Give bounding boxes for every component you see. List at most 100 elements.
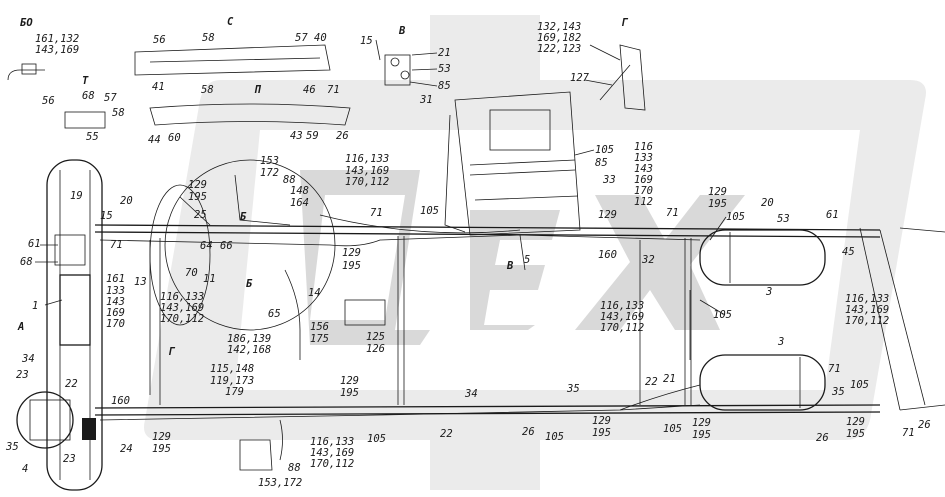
label-195b: 195 — [342, 260, 361, 272]
label-34a: 34 — [21, 353, 35, 365]
air-lines — [99, 234, 701, 461]
label-t-55: 55 — [86, 131, 99, 143]
label-p-43: 43 — [290, 130, 303, 142]
label-71a: 71 — [110, 239, 123, 251]
label-115-1: 119,173 — [210, 375, 254, 387]
label-153-172-bot: 153,172 — [258, 477, 302, 489]
label-26b: 26 — [816, 432, 829, 444]
lower-chamber — [239, 439, 273, 471]
label-g-view-2: Г — [168, 346, 176, 358]
label-148: 148 — [290, 185, 309, 197]
label-c-41: 41 — [152, 81, 165, 93]
label-g-nums-1: 132,143 — [537, 21, 581, 33]
label-116-mid-a-0: 116,133 — [160, 291, 204, 303]
label-rt-1: 133 — [634, 152, 653, 164]
label-35a: 35 — [5, 441, 19, 453]
label-195g: 195 — [692, 429, 711, 441]
front-wheel — [16, 159, 103, 491]
label-rt-3: 169 — [634, 174, 653, 186]
label-33: 33 — [602, 174, 616, 186]
label-v-31: 31 — [419, 94, 433, 106]
label-24: 24 — [120, 443, 133, 455]
label-115-0: 115,148 — [210, 363, 254, 375]
label-b-view: Б — [240, 211, 247, 223]
label-129f: 129 — [592, 415, 611, 427]
label-22c: 22 — [440, 428, 453, 440]
label-66: 66 — [220, 240, 233, 252]
label-116-mid-b-1: 143,169 — [600, 311, 644, 323]
label-125: 125 — [366, 331, 385, 343]
label-116-top-0: 116,133 — [345, 153, 389, 165]
label-21: 21 — [663, 373, 676, 385]
label-3b: 3 — [777, 336, 784, 348]
label-t-57: 57 — [104, 92, 117, 104]
label-129b: 129 — [342, 247, 361, 259]
label-195h: 195 — [846, 428, 865, 440]
label-129e: 129 — [708, 186, 727, 198]
label-153-top: 153 — [260, 155, 279, 167]
label-bo-view: БО — [20, 17, 33, 29]
label-160a: 160 — [111, 395, 130, 407]
label-156: 156 — [310, 321, 329, 333]
label-126: 126 — [366, 343, 385, 355]
label-g-127: 127 — [570, 72, 590, 84]
label-23b: 23 — [63, 453, 76, 465]
label-195f: 195 — [592, 427, 611, 439]
label-bo-nums-1: 161,132 — [35, 33, 79, 45]
label-p-71: 71 — [327, 84, 340, 96]
label-v-15: 15 — [360, 35, 373, 47]
label-116-mid-b-0: 116,133 — [600, 300, 644, 312]
label-19: 19 — [70, 190, 83, 202]
label-195c: 195 — [152, 443, 171, 455]
label-195a: 195 — [188, 191, 207, 203]
label-88b: 88 — [288, 462, 301, 474]
label-c-57: 57 — [295, 32, 308, 44]
label-v-21: 21 — [438, 47, 451, 59]
label-115-2: 179 — [225, 386, 244, 398]
label-45: 45 — [842, 246, 855, 258]
label-116-bot-1: 143,169 — [310, 447, 354, 459]
label-129g: 129 — [692, 417, 711, 429]
label-105h: 105 — [850, 379, 869, 391]
label-105d: 105 — [726, 211, 745, 223]
label-129d: 129 — [340, 375, 359, 387]
label-g-view: Г — [621, 17, 629, 29]
label-p-60: 60 — [168, 132, 181, 144]
label-186-1: 142,168 — [227, 344, 271, 356]
detail-view-c — [134, 44, 331, 76]
label-rt-4: 170 — [634, 185, 653, 197]
label-116-rb-2: 170,112 — [845, 315, 889, 327]
chassis-frame — [94, 224, 945, 416]
label-t-58: 58 — [112, 107, 125, 119]
label-a-view: А — [17, 321, 24, 333]
label-64: 64 — [200, 240, 213, 252]
label-105c: 105 — [595, 144, 614, 156]
label-65: 65 — [268, 308, 281, 320]
label-161-stack-1: 133 — [106, 285, 125, 297]
label-105e: 105 — [713, 309, 732, 321]
label-t-68: 68 — [82, 90, 95, 102]
label-p-59: 59 — [306, 130, 319, 142]
label-p-58: 58 — [201, 84, 214, 96]
label-20b: 20 — [761, 197, 774, 209]
leader-lines — [35, 39, 727, 316]
label-105f: 105 — [545, 431, 564, 443]
label-88: 88 — [283, 174, 296, 186]
label-rt-2: 143 — [634, 163, 653, 175]
label-129-single: 129 — [598, 209, 617, 221]
label-p-26: 26 — [336, 130, 349, 142]
label-13: 13 — [134, 276, 147, 288]
label-116-bot-0: 116,133 — [310, 436, 354, 448]
label-p-44: 44 — [148, 134, 161, 146]
label-105a: 105 — [420, 205, 439, 217]
label-14: 14 — [308, 287, 321, 299]
label-35c: 35 — [831, 386, 845, 398]
label-t-56: 56 — [42, 95, 55, 107]
label-p-46: 46 — [303, 84, 316, 96]
label-116-mid-b-2: 170,112 — [600, 322, 644, 334]
label-116-top-2: 170,112 — [345, 176, 389, 188]
label-129h: 129 — [846, 416, 865, 428]
label-20: 20 — [120, 195, 133, 207]
